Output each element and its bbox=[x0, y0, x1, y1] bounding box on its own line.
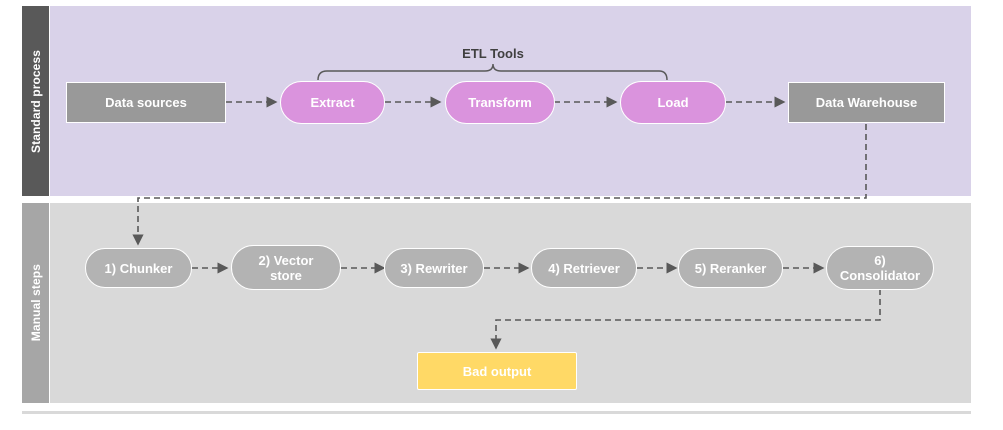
node-data-warehouse-label: Data Warehouse bbox=[815, 95, 918, 110]
node-transform[interactable]: Transform bbox=[445, 81, 555, 124]
node-vector-store-label-line2: store bbox=[270, 267, 302, 283]
node-consolidator[interactable]: 6) Consolidator bbox=[826, 246, 934, 290]
node-reranker[interactable]: 5) Reranker bbox=[678, 248, 783, 288]
node-transform-label: Transform bbox=[468, 95, 532, 110]
node-data-warehouse[interactable]: Data Warehouse bbox=[788, 82, 945, 123]
node-vector-store[interactable]: 2) Vector store bbox=[231, 245, 341, 290]
node-chunker[interactable]: 1) Chunker bbox=[85, 248, 192, 288]
node-extract-label: Extract bbox=[310, 95, 355, 110]
node-rewriter-label: 3) Rewriter bbox=[400, 260, 468, 276]
etl-tools-label: ETL Tools bbox=[462, 46, 524, 61]
node-load-label: Load bbox=[657, 95, 689, 110]
node-extract[interactable]: Extract bbox=[280, 81, 385, 124]
node-consolidator-label-line2: Consolidator bbox=[839, 268, 921, 283]
node-data-sources[interactable]: Data sources bbox=[66, 82, 226, 123]
lane-manual-steps-label: Manual steps bbox=[28, 264, 43, 342]
lane-standard-process-label: Standard process bbox=[28, 49, 43, 153]
node-rewriter[interactable]: 3) Rewriter bbox=[384, 248, 484, 288]
node-bad-output[interactable]: Bad output bbox=[417, 352, 577, 390]
node-consolidator-label-line1: 6) bbox=[874, 253, 886, 268]
node-data-sources-label: Data sources bbox=[105, 95, 187, 110]
node-reranker-label: 5) Reranker bbox=[694, 260, 767, 276]
node-retriever[interactable]: 4) Retriever bbox=[531, 248, 637, 288]
node-retriever-label: 4) Retriever bbox=[548, 260, 620, 276]
footer-divider bbox=[22, 411, 971, 414]
node-consolidator-label: 6) Consolidator bbox=[840, 253, 920, 283]
node-vector-store-label: 2) Vector store bbox=[259, 253, 314, 283]
lane-manual-steps-band: Manual steps bbox=[22, 203, 49, 403]
node-vector-store-label-line1: 2) Vector bbox=[258, 252, 314, 268]
node-chunker-label: 1) Chunker bbox=[104, 260, 173, 276]
lane-standard-process-band: Standard process bbox=[22, 6, 49, 196]
node-load[interactable]: Load bbox=[620, 81, 726, 124]
node-bad-output-label: Bad output bbox=[462, 363, 532, 379]
